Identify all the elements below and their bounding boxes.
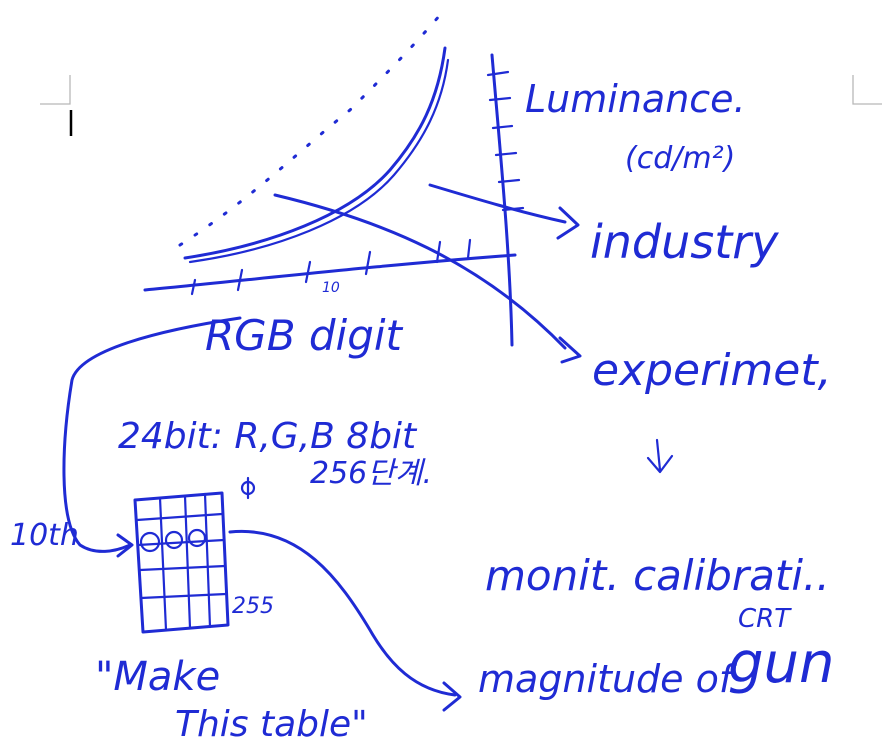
industry-label: industry: [590, 215, 779, 269]
down-arrow: [646, 438, 674, 474]
arrow-to-industry-head: [556, 206, 580, 240]
crt-label: CRT: [738, 604, 792, 634]
experiment-label: experimet,: [592, 345, 832, 396]
tick-label-10: 10: [322, 280, 340, 296]
magnitude-label: magnitude of: [478, 657, 738, 701]
luminance-axis-ticks: [486, 70, 525, 212]
arrow-to-industry: [428, 183, 567, 224]
margin-corner-left: [40, 75, 71, 105]
luminance-axis: [490, 53, 514, 347]
gun-label: gun: [728, 631, 835, 696]
lookup-table-grid: [133, 491, 230, 634]
monitor-calibration-label: monit. calibrati..: [485, 551, 830, 600]
dotted-curve: [178, 13, 442, 247]
tick-label-255: 255: [232, 594, 274, 619]
margin-corner-right: [852, 75, 882, 105]
luminance-curve: [183, 46, 447, 260]
levels-label: 256단계.: [310, 456, 432, 491]
arrow-to-experiment-head: [558, 336, 582, 364]
connector-to-gun: [228, 529, 457, 697]
connector-to-table-head: [116, 533, 134, 558]
connector-to-gun-head: [442, 681, 462, 712]
table-marker-symbol: [240, 476, 256, 500]
luminance-label: Luminance.: [525, 77, 746, 121]
tenth-label: 10th: [10, 518, 79, 553]
rgb-axis: [143, 253, 517, 292]
make-label: "Make: [95, 654, 220, 700]
arrow-to-experiment: [273, 193, 567, 350]
this-table-label: This table": [175, 704, 368, 740]
luminance-curve-second-stroke: [188, 58, 450, 264]
luminance-unit-label: (cd/m²): [625, 141, 735, 176]
rgb-axis-ticks: [190, 238, 472, 296]
bit-depth-label: 24bit: R,G,B 8bit: [118, 416, 418, 457]
connector-to-table: [62, 316, 242, 553]
